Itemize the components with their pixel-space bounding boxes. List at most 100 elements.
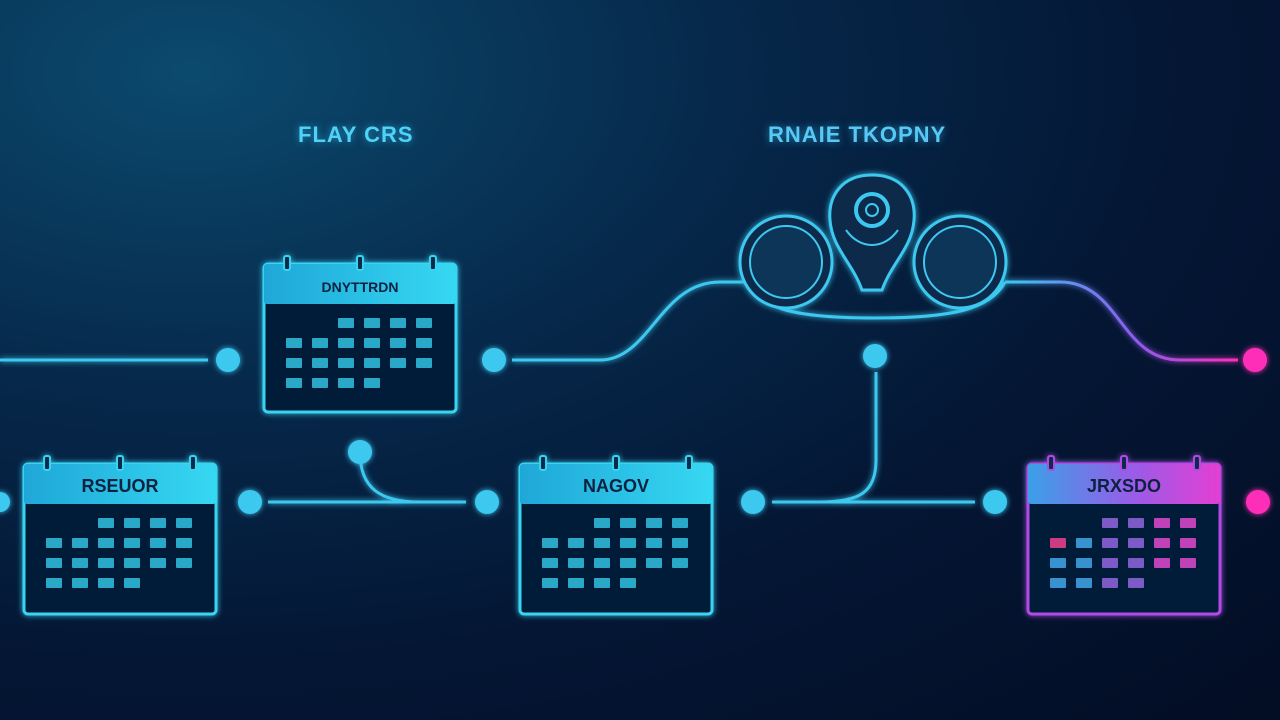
node-bottom-left-edge xyxy=(0,492,10,512)
calendar-day-cell xyxy=(620,518,636,528)
calendar-ring xyxy=(1120,455,1128,471)
calendar-day-cell xyxy=(1128,538,1144,548)
calendar-day-cell xyxy=(98,518,114,528)
calendar-ring xyxy=(188,455,197,471)
calendar-header xyxy=(1028,464,1220,504)
calendar-day-cell xyxy=(416,358,432,368)
calendar-ring xyxy=(1192,455,1201,471)
calendar-day-cell xyxy=(150,538,166,548)
connector-trophy-to-right xyxy=(1005,280,1238,362)
calendar-day-cell xyxy=(594,558,610,568)
heading-final-trophy: RNAIE TKOPNY xyxy=(768,122,947,147)
calendar-day-cell xyxy=(98,578,114,588)
calendar-day-cell xyxy=(1154,518,1170,528)
calendar-day-cell xyxy=(1128,558,1144,568)
calendar-day-cell xyxy=(416,318,432,328)
calendar-day-cell xyxy=(124,538,140,548)
calendar-day-cell xyxy=(1076,558,1092,568)
calendar-day-cell xyxy=(1128,578,1144,588)
calendar-ring xyxy=(1047,455,1056,471)
calendar-day-cell xyxy=(1102,538,1118,548)
calendar-ring xyxy=(283,255,292,271)
calendar-header xyxy=(24,464,216,504)
calendar-ring xyxy=(116,455,124,471)
calendar-day-cell xyxy=(1050,538,1066,548)
nodes xyxy=(0,344,1270,514)
heading-players: FLAY CRS xyxy=(298,122,414,147)
calendar-header xyxy=(264,264,456,304)
trophy-cup xyxy=(828,173,916,292)
calendar-day-cell xyxy=(1050,578,1066,588)
calendar-day-cell xyxy=(1050,558,1066,568)
calendar-day-cell xyxy=(124,558,140,568)
node-bottom-1 xyxy=(238,490,262,514)
calendar-day-cell xyxy=(1180,558,1196,568)
calendar-day-cell xyxy=(594,538,610,548)
calendar-day-cell xyxy=(646,518,662,528)
node-bottom-4 xyxy=(983,490,1007,514)
calendar-day-cell xyxy=(594,518,610,528)
calendar-day-cell xyxy=(620,578,636,588)
connector-top-to-trophy xyxy=(512,280,745,362)
calendar-day-cell xyxy=(124,518,140,528)
calendar-day-cell xyxy=(312,378,328,388)
calendar-day-cell xyxy=(646,558,662,568)
calendar-day-cell xyxy=(338,318,354,328)
calendar-day-cell xyxy=(1076,538,1092,548)
calendar-day-cell xyxy=(620,558,636,568)
calendar-day-cell xyxy=(1076,578,1092,588)
calendar-ring xyxy=(43,455,52,471)
calendar-day-cell xyxy=(176,518,192,528)
calendar-day-cell xyxy=(338,358,354,368)
calendar-day-cell xyxy=(150,558,166,568)
calendar-day-cell xyxy=(364,378,380,388)
node-bottom-2 xyxy=(475,490,499,514)
calendar-day-cell xyxy=(390,318,406,328)
calendar-day-cell xyxy=(1128,518,1144,528)
calendar-day-cell xyxy=(542,538,558,548)
calendar-day-cell xyxy=(542,578,558,588)
calendar-day-cell xyxy=(124,578,140,588)
node-trophy-below xyxy=(863,344,887,368)
calendar-day-cell xyxy=(312,358,328,368)
calendar-day-cell xyxy=(672,558,688,568)
calendar-day-cell xyxy=(338,338,354,348)
calendar-day-cell xyxy=(72,578,88,588)
calendar-day-cell xyxy=(176,538,192,548)
calendar-day-cell xyxy=(1154,538,1170,548)
calendar-day-cell xyxy=(568,558,584,568)
calendar-day-cell xyxy=(1180,518,1196,528)
calendar-icon: JRXSDO xyxy=(1026,455,1222,616)
calendar-day-cell xyxy=(312,338,328,348)
calendar-day-cell xyxy=(1154,558,1170,568)
calendar-day-cell xyxy=(1102,558,1118,568)
calendar-day-cell xyxy=(286,338,302,348)
calendar-title: JRXSDO xyxy=(1087,476,1161,496)
calendar-title: RSEUOR xyxy=(81,476,158,496)
calendar-day-cell xyxy=(46,558,62,568)
calendar-day-cell xyxy=(672,538,688,548)
node-bottom-right xyxy=(1246,490,1270,514)
calendar-day-cell xyxy=(72,538,88,548)
calendar-day-cell xyxy=(46,578,62,588)
node-top-1 xyxy=(216,348,240,372)
calendar-icon: NAGOV xyxy=(518,455,714,616)
calendar-day-cell xyxy=(568,578,584,588)
calendar-day-cell xyxy=(542,558,558,568)
calendar-day-cell xyxy=(286,378,302,388)
soccer-ball-right-inner xyxy=(923,225,997,299)
trophy-emblem xyxy=(854,192,890,228)
calendar-day-cell xyxy=(46,538,62,548)
node-top-2 xyxy=(482,348,506,372)
calendar-day-cell xyxy=(98,558,114,568)
calendar-day-cell xyxy=(98,538,114,548)
calendar-day-cell xyxy=(594,578,610,588)
calendar-icon: DNYTTRDN xyxy=(262,255,458,414)
calendar-day-cell xyxy=(390,358,406,368)
calendar-day-cell xyxy=(1102,578,1118,588)
connector-trophy-down xyxy=(772,372,878,504)
calendar-ring xyxy=(684,455,693,471)
soccer-ball-left-inner xyxy=(749,225,823,299)
calendar-title: NAGOV xyxy=(583,476,649,496)
